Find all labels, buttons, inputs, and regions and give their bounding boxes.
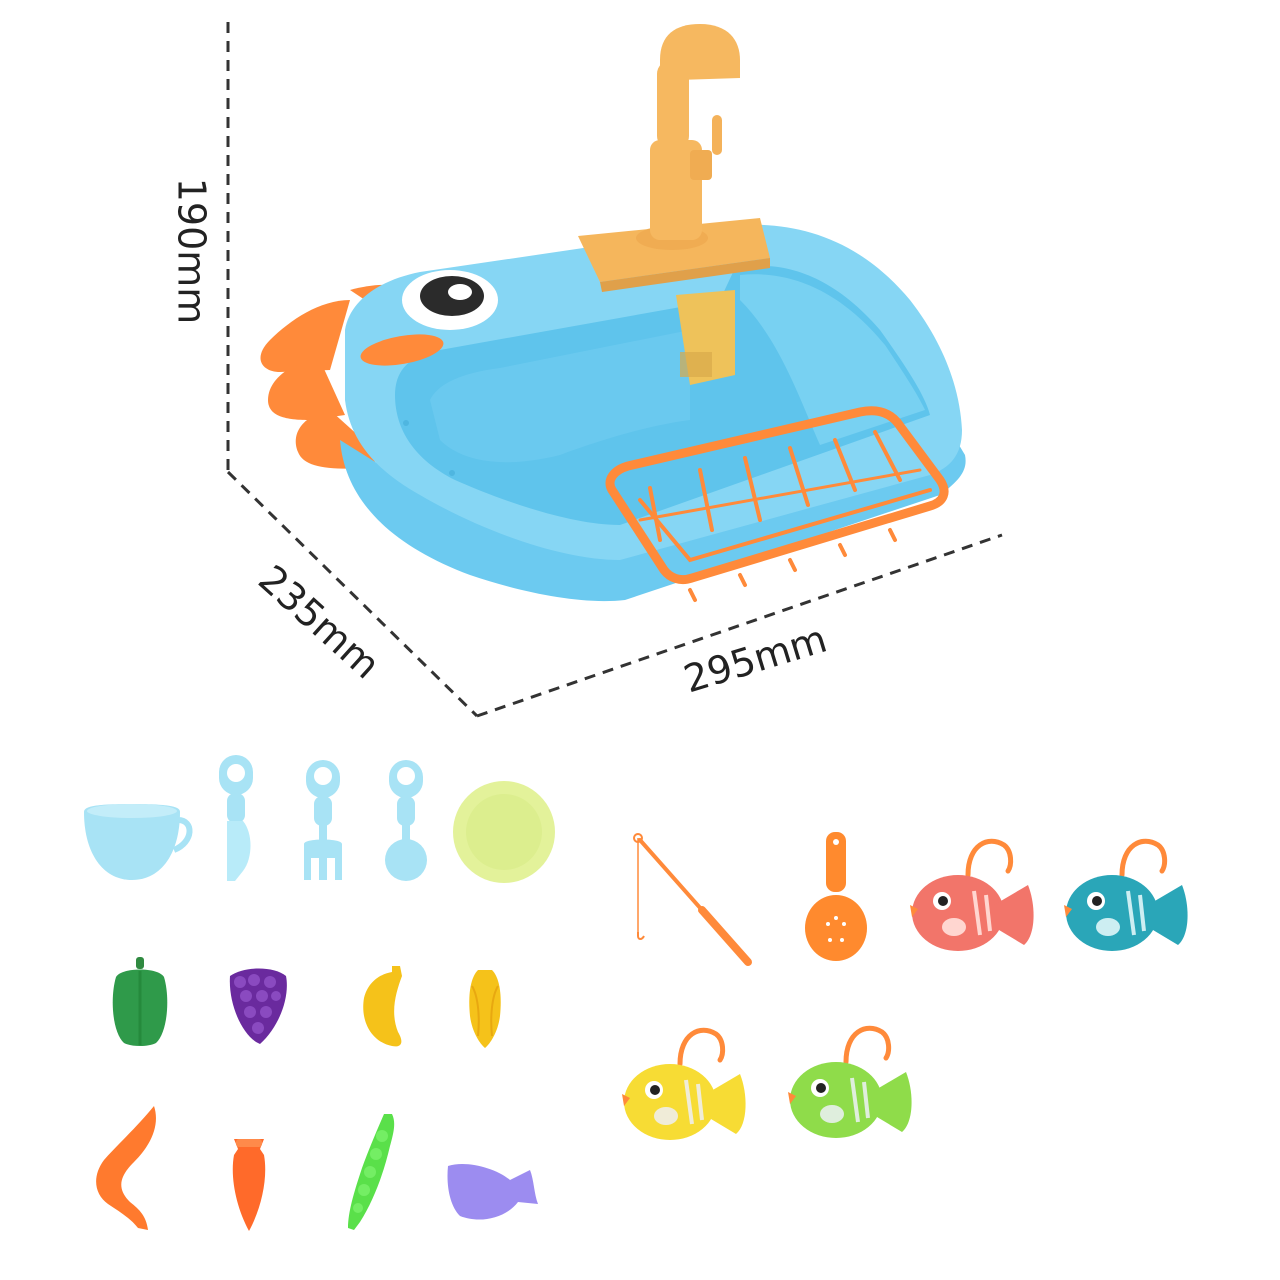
carrot [230, 1137, 268, 1232]
plate [452, 780, 556, 884]
fish-yellow [620, 1024, 750, 1150]
cheek [360, 334, 444, 366]
shrimp [90, 1104, 160, 1232]
fish-food [446, 1160, 542, 1224]
fishing-rod [632, 832, 754, 968]
fish-green [786, 1022, 916, 1148]
fish-pink [908, 835, 1038, 961]
green-pepper [110, 957, 170, 1047]
cup [82, 802, 193, 882]
depth-dimension-line [226, 470, 479, 718]
eye [402, 270, 498, 330]
corn [468, 966, 502, 1048]
width-dimension-line [476, 533, 1003, 718]
dish-basket [605, 406, 949, 602]
sink-base [340, 430, 966, 602]
scoop-net [804, 832, 868, 962]
spoon [383, 758, 429, 883]
peas [344, 1112, 396, 1232]
grapes [224, 966, 290, 1046]
banana [358, 962, 408, 1048]
faucet [578, 24, 770, 385]
fork [300, 758, 346, 883]
fish-teal [1062, 835, 1192, 961]
knife [215, 753, 255, 883]
